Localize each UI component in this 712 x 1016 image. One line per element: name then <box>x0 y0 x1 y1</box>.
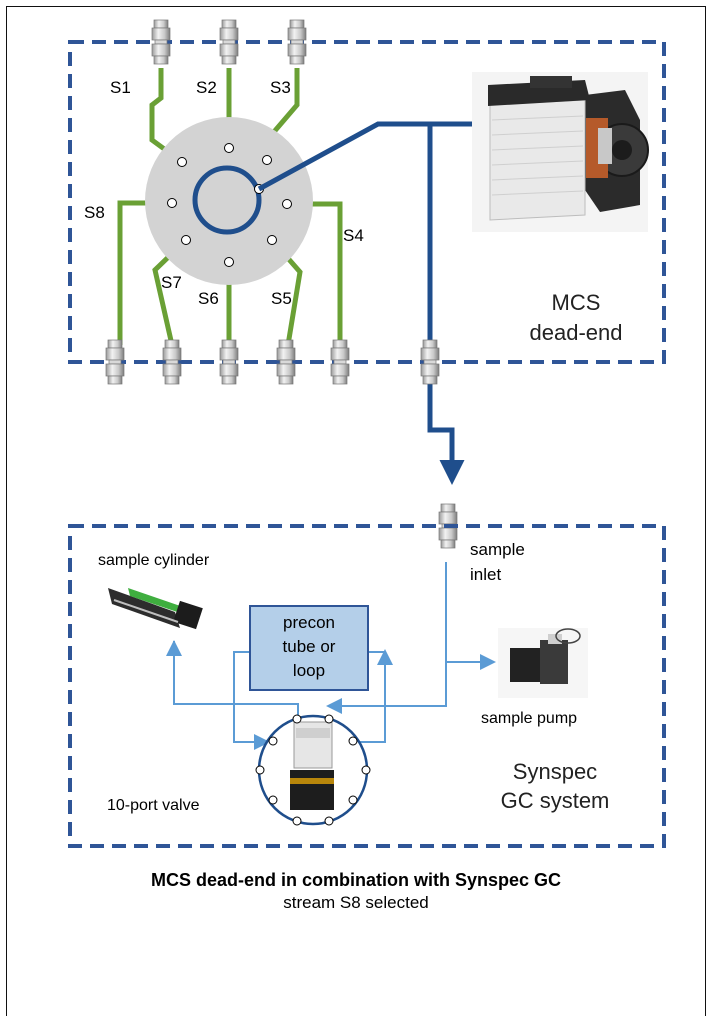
precon-line2: tube or <box>283 637 336 656</box>
sample-pump-label: sample pump <box>481 710 577 727</box>
precon-line1: precon <box>283 613 335 632</box>
ten-port-valve <box>255 714 371 826</box>
fitting-s6 <box>219 339 239 385</box>
gc-system-label-2: GC system <box>501 788 610 813</box>
valve-label: 10-port valve <box>107 797 200 814</box>
selector-rotor <box>192 165 262 235</box>
stream-label-s5: S5 <box>271 289 292 308</box>
stream-label-s4: S4 <box>343 226 364 245</box>
stream-label-s1: S1 <box>110 78 131 97</box>
fitting-s4 <box>330 339 350 385</box>
stream-label-s6: S6 <box>198 289 219 308</box>
sample-cylinder-image <box>108 588 203 630</box>
mcs-box <box>68 40 666 364</box>
sample-inlet-label-1: sample <box>470 540 525 559</box>
stream-label-s2: S2 <box>196 78 217 97</box>
gc-flow-lines <box>166 562 496 750</box>
stream-label-s3: S3 <box>270 78 291 97</box>
sample-pump-image <box>498 628 588 698</box>
fitting-s5 <box>276 339 296 385</box>
stream-label-s8: S8 <box>84 203 105 222</box>
caption: MCS dead-end in combination with Synspec… <box>0 870 712 913</box>
gc-box <box>68 524 666 848</box>
sample-inlet-label-2: inlet <box>470 565 501 584</box>
caption-title: MCS dead-end in combination with Synspec… <box>150 870 562 890</box>
gc-system-label-1: Synspec <box>513 759 597 784</box>
fitting-s8 <box>105 339 125 385</box>
fitting-s1 <box>151 19 171 65</box>
stream-label-s7: S7 <box>161 273 182 292</box>
sample-cylinder-label: sample cylinder <box>98 552 210 569</box>
outlet-line <box>257 121 474 485</box>
precon-box <box>249 605 369 691</box>
fitting-s3 <box>287 19 307 65</box>
mcs-label-line2: dead-end <box>530 320 623 345</box>
fitting-s2 <box>219 19 239 65</box>
figure-frame <box>6 6 706 1016</box>
mcs-pump-image <box>472 72 649 232</box>
fitting-s7 <box>162 339 182 385</box>
mcs-label-line1: MCS <box>552 290 601 315</box>
precon-line3: loop <box>293 661 325 680</box>
caption-subtitle: stream S8 selected <box>283 893 429 912</box>
fitting-outlet <box>420 339 440 385</box>
